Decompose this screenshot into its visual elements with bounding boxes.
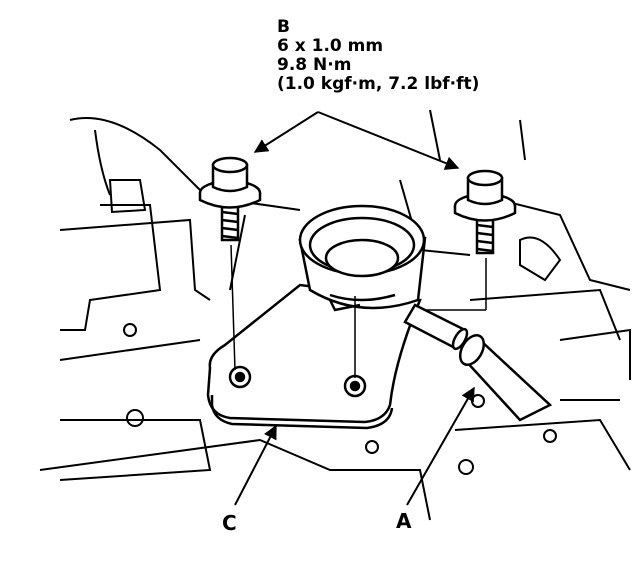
- bolt-size-label: 6 x 1.0 mm: [277, 36, 384, 56]
- bolt-torque-alt-label: (1.0 kgf·m, 7.2 lbf·ft): [277, 74, 480, 94]
- left-bolt: [198, 156, 262, 242]
- right-bolt: [453, 169, 517, 255]
- callout-letter-b: B: [277, 17, 290, 37]
- arrow-c: [234, 424, 277, 506]
- housing-flange: [206, 283, 422, 430]
- bolt-torque-label: 9.8 N·m: [277, 55, 352, 75]
- bolt-spec-callout: B 6 x 1.0 mm 9.8 N·m (1.0 kgf·m, 7.2 lbf…: [277, 18, 479, 94]
- housing-neck: [298, 204, 427, 312]
- arrow-b-left: [253, 111, 319, 153]
- engine-background: [39, 109, 631, 521]
- callout-letter-a: A: [396, 509, 412, 533]
- callout-arrows: [234, 111, 475, 506]
- bolt-guide-lines: [230, 244, 487, 378]
- arrow-b-right: [317, 111, 460, 170]
- callout-letter-c: C: [222, 511, 237, 535]
- hose-pipe: [403, 303, 553, 422]
- arrow-a: [406, 386, 475, 506]
